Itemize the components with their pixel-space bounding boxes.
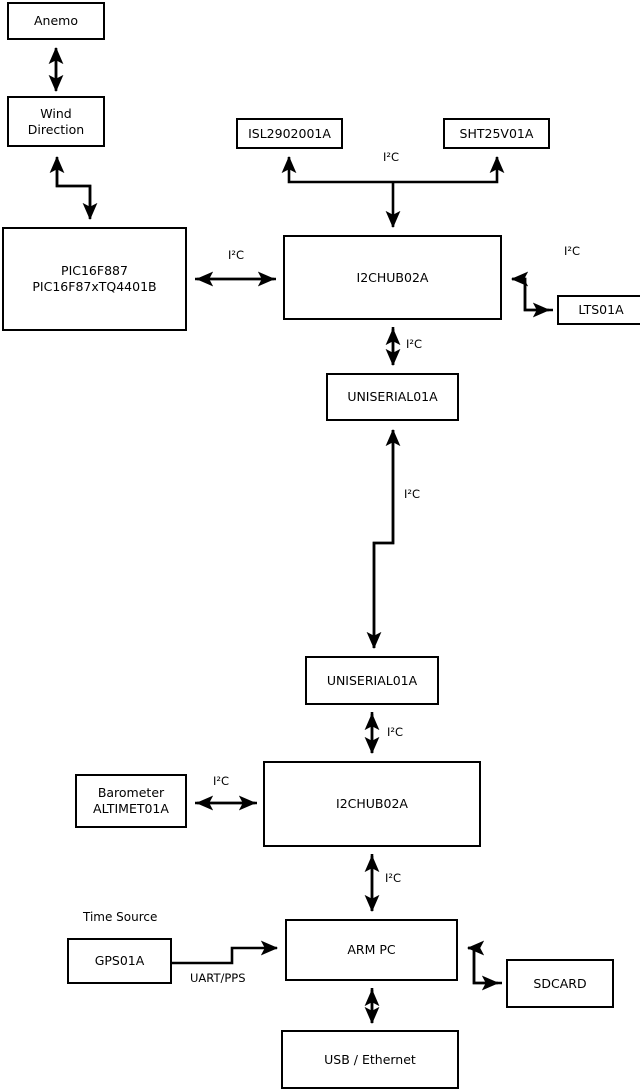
node-i2chub02a-bottom-label: I2CHUB02A — [336, 796, 408, 811]
node-uniserial01a-top-label: UNISERIAL01A — [347, 389, 438, 404]
edge-label-pic-to-hub: I²C — [228, 248, 245, 262]
node-lts01a[interactable]: LTS01A — [557, 295, 640, 325]
node-gps01a-label: GPS01A — [94, 953, 145, 968]
node-isl2902001a[interactable]: ISL2902001A — [236, 118, 343, 149]
edge-label-gps-to-armpc: UART/PPS — [190, 971, 246, 985]
node-anemo-label: Anemo — [34, 13, 78, 28]
edge-armpc-sdcard — [468, 946, 500, 991]
node-i2chub02a-top[interactable]: I2CHUB02A — [283, 235, 502, 320]
edge-pic-winddirection — [49, 155, 92, 212]
node-wind-direction-label: Wind Direction — [27, 105, 85, 137]
node-arm-pc-label: ARM PC — [347, 942, 396, 957]
node-i2chub02a-top-label: I2CHUB02A — [356, 269, 429, 285]
node-uniserial01a-bottom[interactable]: UNISERIAL01A — [305, 656, 439, 705]
node-sht25v01a-label: SHT25V01A — [459, 125, 534, 141]
node-gps01a[interactable]: GPS01A — [67, 938, 172, 984]
node-isl2902001a-label: ISL2902001A — [248, 125, 331, 141]
edge-hubtop-lts — [512, 277, 551, 318]
node-anemo[interactable]: Anemo — [7, 2, 105, 40]
node-wind-direction[interactable]: Wind Direction — [7, 96, 105, 147]
edge-label-hub-to-armpc: I²C — [385, 871, 402, 885]
edge-lts-hubtop — [510, 271, 553, 312]
node-pic-microcontroller[interactable]: PIC16F887 PIC16F87xTQ4401B — [2, 227, 187, 331]
node-barometer-altimet01a[interactable]: Barometer ALTIMET01A — [75, 774, 187, 828]
node-usb-ethernet[interactable]: USB / Ethernet — [281, 1030, 459, 1089]
node-sdcard[interactable]: SDCARD — [506, 959, 614, 1008]
edge-winddirection-pic — [55, 160, 98, 221]
node-uniserial01a-top[interactable]: UNISERIAL01A — [326, 373, 459, 421]
edge-label-hub-to-uniserial-top: I²C — [406, 337, 423, 351]
node-uniserial01a-bottom-label: UNISERIAL01A — [326, 672, 418, 688]
edge-hubtop-bus-sht — [393, 155, 505, 184]
node-arm-pc[interactable]: ARM PC — [285, 919, 458, 981]
node-barometer-altimet01a-label: Barometer ALTIMET01A — [93, 785, 169, 816]
edge-hubtop-bus-isl — [281, 155, 393, 184]
edge-label-sensors-to-hub: I²C — [383, 150, 400, 164]
edge-label-barometer-to-hub: I²C — [213, 774, 230, 788]
node-i2chub02a-bottom[interactable]: I2CHUB02A — [263, 761, 481, 847]
edge-label-hub-to-lts: I²C — [564, 244, 581, 258]
edge-label-uniserial-bottom-to-hub: I²C — [387, 725, 404, 739]
edge-label-uniserial-link: I²C — [404, 487, 421, 501]
label-time-source: Time Source — [83, 910, 158, 924]
node-sht25v01a[interactable]: SHT25V01A — [443, 118, 550, 149]
edge-uniserialbottom-uniserialtop — [372, 428, 401, 648]
edge-uniserialtop-uniserialbottom — [366, 430, 395, 650]
node-lts01a-label: LTS01A — [578, 302, 624, 317]
node-sdcard-label: SDCARD — [533, 975, 587, 991]
edge-gps-armpc — [172, 940, 279, 965]
edge-sdcard-armpc — [466, 940, 502, 985]
node-usb-ethernet-label: USB / Ethernet — [324, 1051, 416, 1067]
node-pic-microcontroller-label: PIC16F887 PIC16F87xTQ4401B — [32, 263, 157, 294]
